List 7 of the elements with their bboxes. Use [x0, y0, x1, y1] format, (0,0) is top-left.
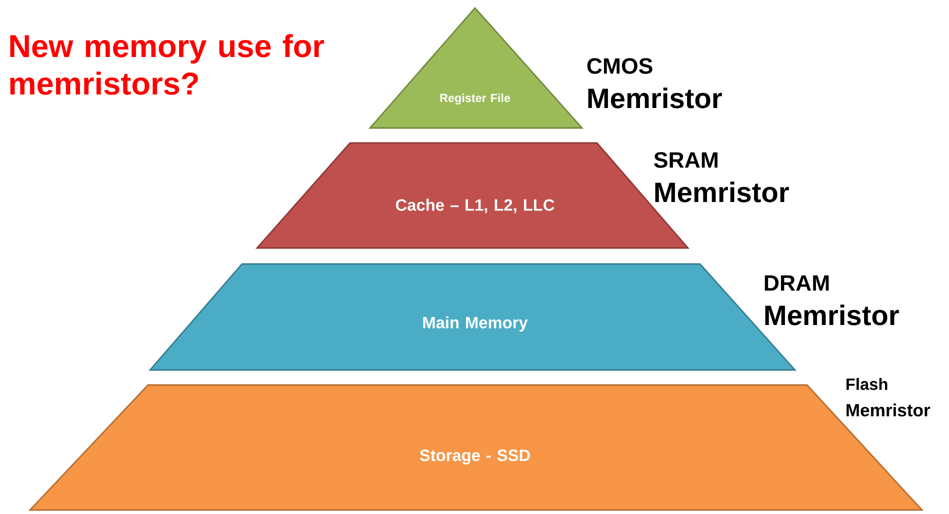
memristor-label: Memristor: [655, 182, 789, 202]
question-heading: New memory use for memristors?: [10, 34, 324, 95]
technology-label: SRAM: [654, 152, 718, 168]
memristor-label: Memristor: [846, 404, 930, 416]
memristor-label: Memristor: [588, 88, 722, 108]
technology-label: CMOS: [587, 58, 652, 74]
technology-label: Flash: [846, 378, 888, 390]
